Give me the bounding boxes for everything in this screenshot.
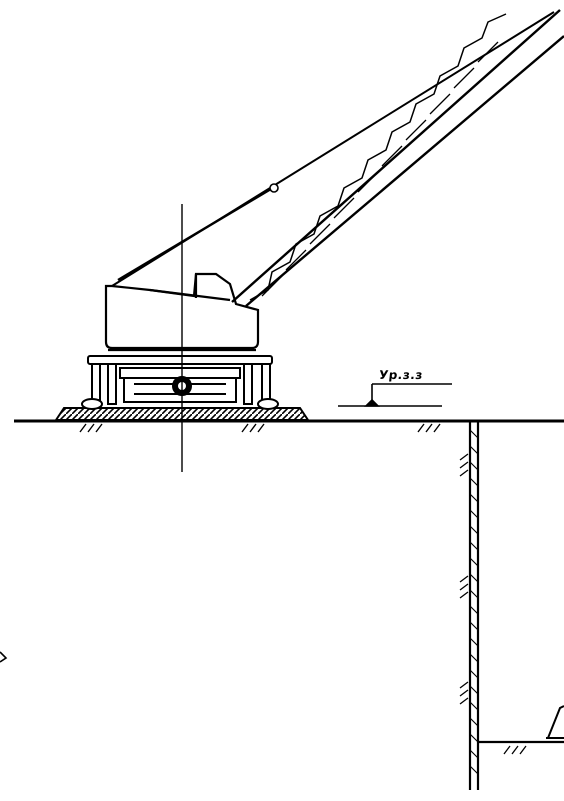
crane-boom [231,9,564,307]
trench-bottom [478,705,564,755]
retaining-wall [459,421,480,790]
crane-pendant-line [111,11,555,287]
edge-tick-mark [0,651,8,663]
level-marker [338,383,452,407]
crane-undercarriage [81,355,279,410]
ground-line [14,419,564,433]
level-mark-label: Ур.з.з [378,368,424,382]
